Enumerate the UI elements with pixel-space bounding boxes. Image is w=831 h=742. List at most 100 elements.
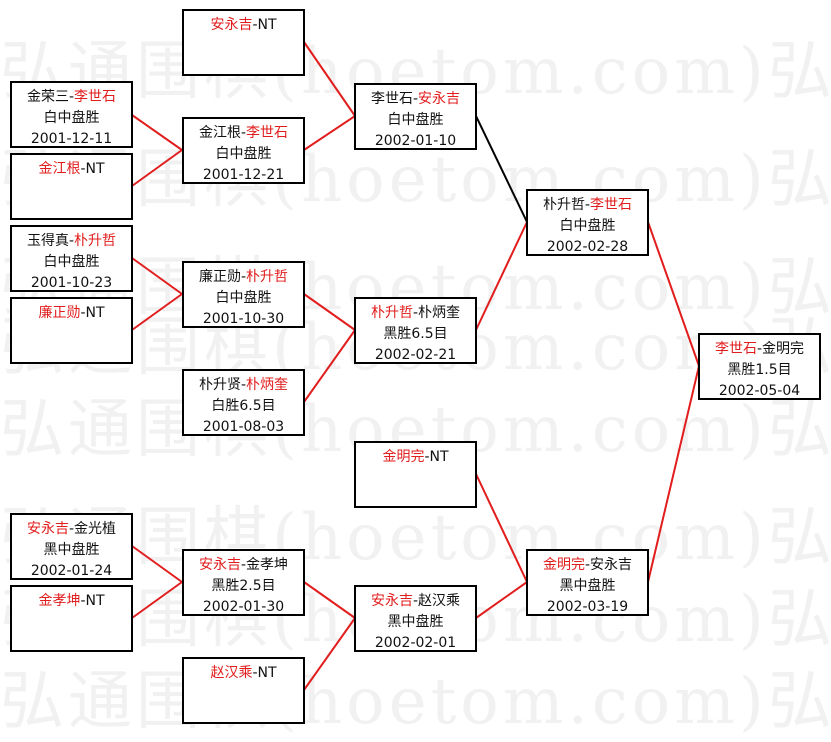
match-text: 朴升贤- [198, 377, 247, 393]
match-result: 黑中盘胜 [12, 540, 131, 561]
match-box-r1-ahn-nt: 安永吉-NT [182, 9, 305, 76]
match-players: 朴升哲-朴炳奎 [356, 303, 475, 324]
connector [647, 221, 700, 367]
match-text: 白中盘胜 [43, 110, 100, 126]
match-box-r0-yeom-nt: 廉正勋-NT [10, 297, 133, 364]
match-players: 安永吉-赵汉乘 [356, 591, 475, 612]
match-text: -NT [252, 665, 277, 681]
match-text: 白中盘胜 [559, 218, 616, 234]
match-text: 2002-01-30 [202, 599, 285, 615]
match-text: 玉得真- [26, 233, 75, 249]
match-text: -NT [424, 449, 449, 465]
connector [303, 41, 356, 117]
match-text: 黑胜1.5目 [727, 362, 792, 378]
match-result: 黑中盘胜 [356, 612, 475, 633]
match-result: 白中盘胜 [12, 252, 131, 273]
match-text: 2002-02-21 [374, 347, 457, 363]
winner-name: 李世石 [74, 89, 117, 105]
connector [131, 114, 183, 151]
match-box-r0-kimjg-nt: 金江根-NT [10, 153, 133, 220]
match-text: -NT [80, 305, 105, 321]
match-text: 2002-01-24 [30, 563, 113, 579]
match-text: 黑胜2.5目 [211, 578, 276, 594]
match-box-r0-ok-park: 玉得真-朴升哲白中盘胜 2001-10-23 [10, 225, 133, 292]
match-text: -金明完 [756, 341, 805, 357]
match-date: 2002-05-04 [700, 381, 819, 402]
match-date: 2002-01-10 [356, 131, 475, 152]
connector [303, 293, 356, 331]
winner-name: 朴升哲 [74, 233, 117, 249]
match-text: 白中盘胜 [43, 254, 100, 270]
connector [475, 581, 528, 619]
winner-name: 金明完 [542, 557, 585, 573]
match-result: 白中盘胜 [184, 288, 303, 309]
winner-name: 朴升哲 [370, 305, 413, 321]
match-result: 白中盘胜 [184, 144, 303, 165]
match-players: 赵汉乘-NT [184, 663, 303, 684]
match-text: 2001-08-03 [202, 419, 285, 435]
match-box-r2-lee-ahn: 李世石-安永吉白中盘胜 2002-01-10 [354, 83, 477, 150]
match-text: 黑中盘胜 [43, 542, 100, 558]
match-text: 朴升哲- [542, 197, 591, 213]
winner-name: 李世石 [590, 197, 633, 213]
match-players: 李世石-金明完 [700, 339, 819, 360]
match-box-r0-kimhg-nt: 金孝坤-NT [10, 585, 133, 652]
match-date: 2001-12-21 [184, 165, 303, 186]
match-text: 2002-03-19 [546, 599, 629, 615]
match-result: 白胜6.5目 [184, 396, 303, 417]
winner-name: 李世石 [714, 341, 757, 357]
match-text: 2002-05-04 [718, 383, 801, 399]
match-text: -朴炳奎 [412, 305, 461, 321]
match-text: 白中盘胜 [387, 112, 444, 128]
match-text: -金光植 [68, 521, 117, 537]
match-text: 金荣三- [26, 89, 75, 105]
winner-name: 李世石 [246, 125, 289, 141]
winner-name: 安永吉 [370, 593, 413, 609]
match-text: -NT [80, 593, 105, 609]
match-date: 2001-10-23 [12, 273, 131, 294]
match-date: 2002-01-24 [12, 561, 131, 582]
connector [647, 365, 700, 583]
winner-name: 安永吉 [210, 17, 253, 33]
match-result: 黑中盘胜 [528, 576, 647, 597]
match-text: 李世石- [370, 91, 419, 107]
connector [131, 257, 183, 295]
winner-name: 安永吉 [198, 557, 241, 573]
match-text: 白中盘胜 [215, 290, 272, 306]
connector [131, 581, 183, 619]
connector [303, 329, 356, 403]
match-box-final: 李世石-金明完黑胜1.5目 2002-05-04 [698, 333, 821, 400]
match-players: 金明完-安永吉 [528, 555, 647, 576]
winner-name: 朴炳奎 [246, 377, 289, 393]
match-date: 2002-02-21 [356, 345, 475, 366]
match-text: -金孝坤 [240, 557, 289, 573]
match-box-r0-kim-lee: 金荣三-李世石白中盘胜 2001-12-11 [10, 81, 133, 148]
connector [475, 473, 528, 583]
match-result: 白中盘胜 [528, 216, 647, 237]
connector [131, 149, 183, 187]
match-box-semifinal-lower: 金明完-安永吉黑中盘胜 2002-03-19 [526, 549, 649, 616]
connector [303, 581, 356, 619]
match-text: 2001-12-11 [30, 131, 113, 147]
match-text: 金江根- [198, 125, 247, 141]
match-text: 黑中盘胜 [387, 614, 444, 630]
winner-name: 廉正勋 [38, 305, 81, 321]
match-text: 2002-01-10 [374, 133, 457, 149]
match-players: 朴升哲-李世石 [528, 195, 647, 216]
match-text: 黑中盘胜 [559, 578, 616, 594]
match-result: 黑胜2.5目 [184, 576, 303, 597]
match-players: 金江根-李世石 [184, 123, 303, 144]
match-result: 黑胜6.5目 [356, 324, 475, 345]
match-date: 2002-02-28 [528, 237, 647, 258]
winner-name: 安永吉 [418, 91, 461, 107]
match-players: 安永吉-NT [184, 15, 303, 36]
match-players: 廉正勋-朴升哲 [184, 267, 303, 288]
match-players: 金孝坤-NT [12, 591, 131, 612]
match-box-semifinal-upper: 朴升哲-李世石白中盘胜 2002-02-28 [526, 189, 649, 256]
connector [303, 115, 356, 151]
match-result: 白中盘胜 [356, 110, 475, 131]
